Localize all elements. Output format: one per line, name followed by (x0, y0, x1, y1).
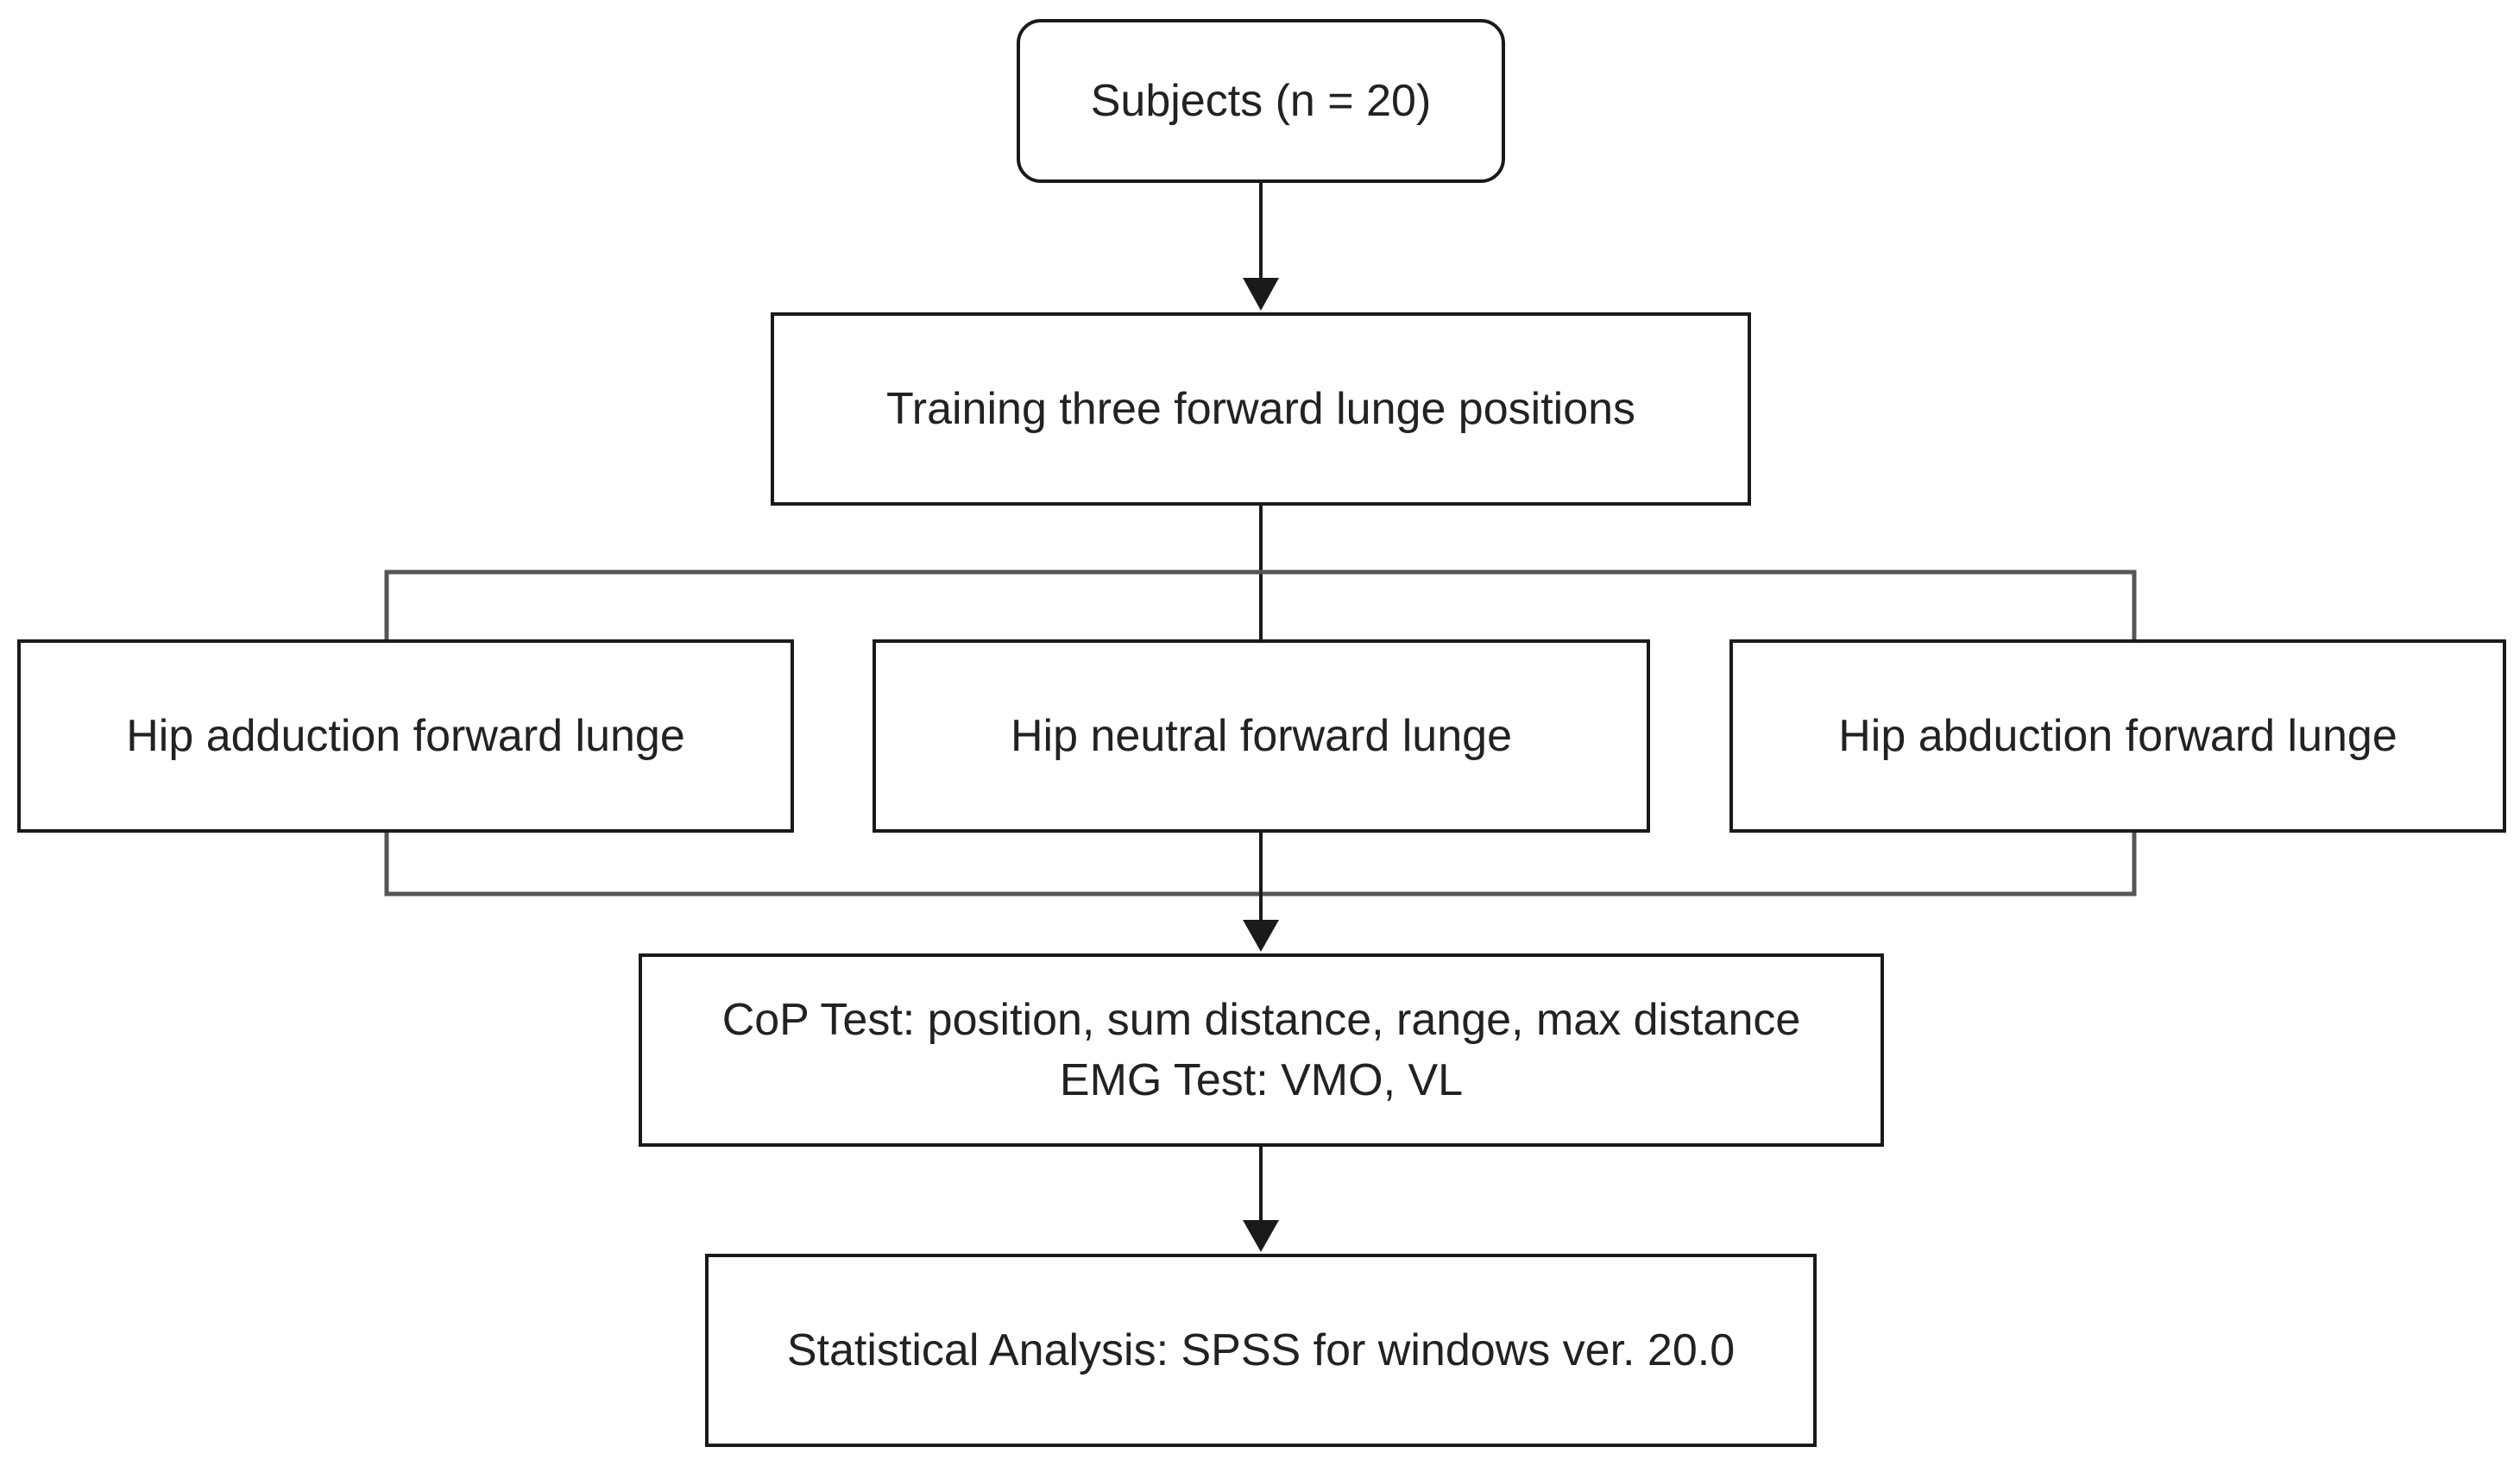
statistical-analysis-node: Statistical Analysis: SPSS for windows v… (705, 1254, 1817, 1447)
training-label: Training three forward lunge positions (885, 383, 1636, 434)
arrowhead-stats (1243, 1220, 1279, 1252)
hip-abduction-node: Hip abduction forward lunge (1729, 639, 2506, 833)
hip-adduction-node: Hip adduction forward lunge (17, 639, 794, 833)
training-node: Training three forward lunge positions (771, 312, 1751, 506)
subjects-label: Subjects (n = 20) (1090, 75, 1432, 126)
hip-adduction-label: Hip adduction forward lunge (126, 710, 685, 761)
hip-neutral-node: Hip neutral forward lunge (873, 639, 1650, 833)
subjects-node: Subjects (n = 20) (1017, 19, 1505, 183)
hip-abduction-label: Hip abduction forward lunge (1838, 710, 2397, 761)
arrowhead-tests (1243, 920, 1279, 952)
emg-test-label: EMG Test: VMO, VL (1059, 1055, 1464, 1105)
statistical-analysis-label: Statistical Analysis: SPSS for windows v… (786, 1324, 1736, 1375)
tests-lines: CoP Test: position, sum distance, range,… (722, 990, 1801, 1111)
arrowhead-training (1243, 278, 1279, 311)
cop-test-label: CoP Test: position, sum distance, range,… (721, 994, 1801, 1045)
tests-node: CoP Test: position, sum distance, range,… (639, 953, 1884, 1147)
hip-neutral-label: Hip neutral forward lunge (1011, 710, 1512, 761)
top-bracket (384, 569, 2137, 639)
